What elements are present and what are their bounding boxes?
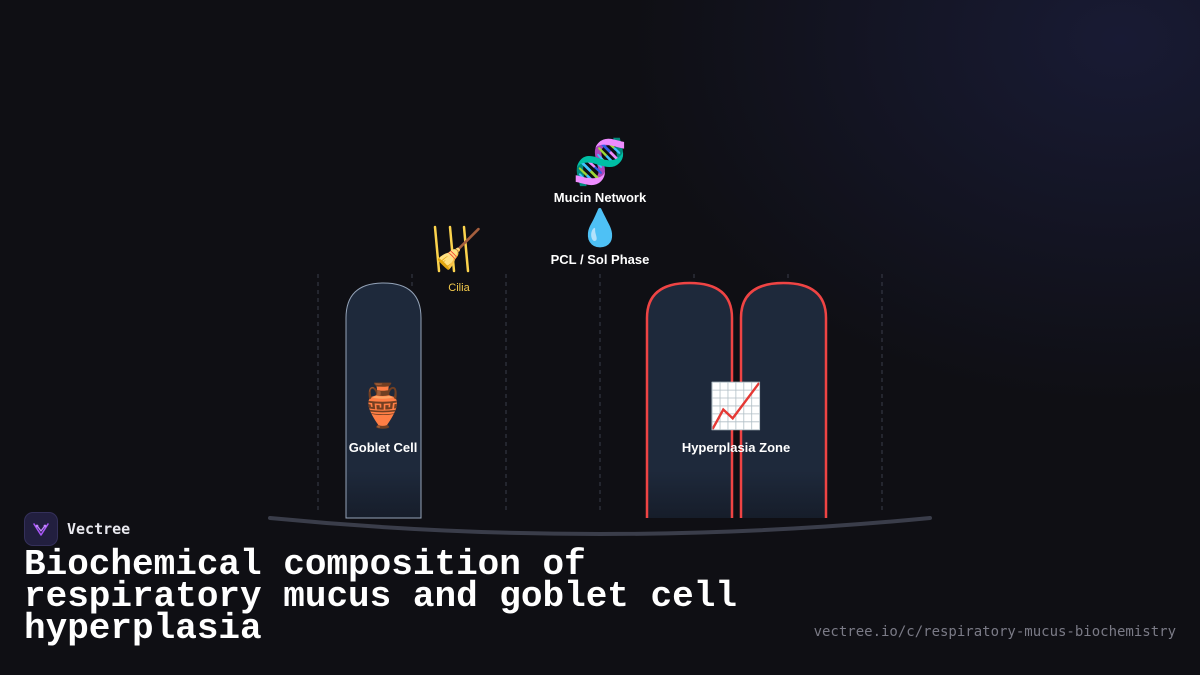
vectree-logo-icon: [24, 512, 58, 546]
epithelial-membrane: [268, 516, 932, 536]
broom-icon: 🧹: [435, 227, 483, 271]
cilium: [462, 225, 470, 273]
amphora-icon: 🏺: [356, 381, 410, 430]
droplet-icon: 💧: [577, 208, 623, 249]
dna-icon: 🧬: [572, 137, 628, 188]
hyperplasia-cell-left: [645, 281, 734, 518]
brand-name: Vectree: [67, 520, 131, 538]
source-url[interactable]: vectree.io/c/respiratory-mucus-biochemis…: [813, 624, 1176, 640]
cilia-label: Cilia: [448, 282, 470, 294]
goblet-cell-label: Goblet Cell: [348, 440, 418, 455]
grid-guides: [317, 274, 883, 514]
pcl-sol-phase-label: PCL / Sol Phase: [550, 252, 650, 267]
chart-increasing-icon: 📈: [708, 381, 764, 432]
hyperplasia-cell-right: [739, 281, 828, 518]
hyperplasia-zone-label: Hyperplasia Zone: [681, 440, 791, 455]
goblet-cell-shape: [345, 282, 422, 519]
cilium: [448, 225, 456, 273]
mucin-network-label: Mucin Network: [553, 190, 647, 205]
cilia-strands: [433, 225, 470, 273]
page-title: Biochemical composition of respiratory m…: [24, 544, 737, 649]
cilium: [433, 225, 441, 273]
brand[interactable]: Vectree: [24, 512, 130, 546]
